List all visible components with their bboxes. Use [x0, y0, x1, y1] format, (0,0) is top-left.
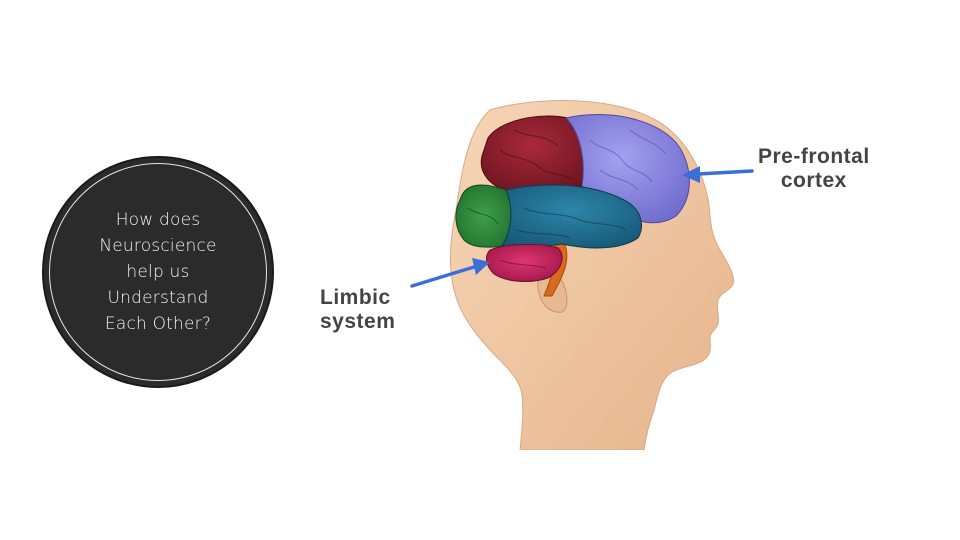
title-line: Each Other?	[104, 314, 212, 334]
title-line: help us	[126, 262, 190, 282]
title-line: How does	[115, 210, 201, 230]
label-line: cortex	[780, 169, 847, 192]
prefrontal-arrow	[682, 166, 754, 183]
head-diagram	[410, 100, 754, 450]
label-line: Limbic	[320, 286, 391, 309]
prefrontal-cortex-label: Pre-frontal cortex	[758, 145, 870, 193]
label-line: system	[320, 310, 396, 333]
title-badge-ring	[49, 163, 267, 381]
limbic-arrow	[410, 258, 490, 288]
slide-title: How does Neuroscience help us Understand…	[68, 207, 248, 337]
temporal-lobe	[501, 184, 642, 249]
title-badge: How does Neuroscience help us Understand…	[42, 156, 274, 388]
title-line: Neuroscience	[99, 236, 217, 256]
label-line: Pre-frontal	[758, 145, 870, 168]
occipital-lobe	[455, 184, 512, 248]
limbic-region	[486, 243, 563, 282]
limbic-system-label: Limbic system	[320, 286, 395, 334]
title-line: Understand	[107, 288, 209, 308]
brain-head-illustration	[300, 90, 900, 450]
brain-gyri-texture	[467, 129, 667, 269]
